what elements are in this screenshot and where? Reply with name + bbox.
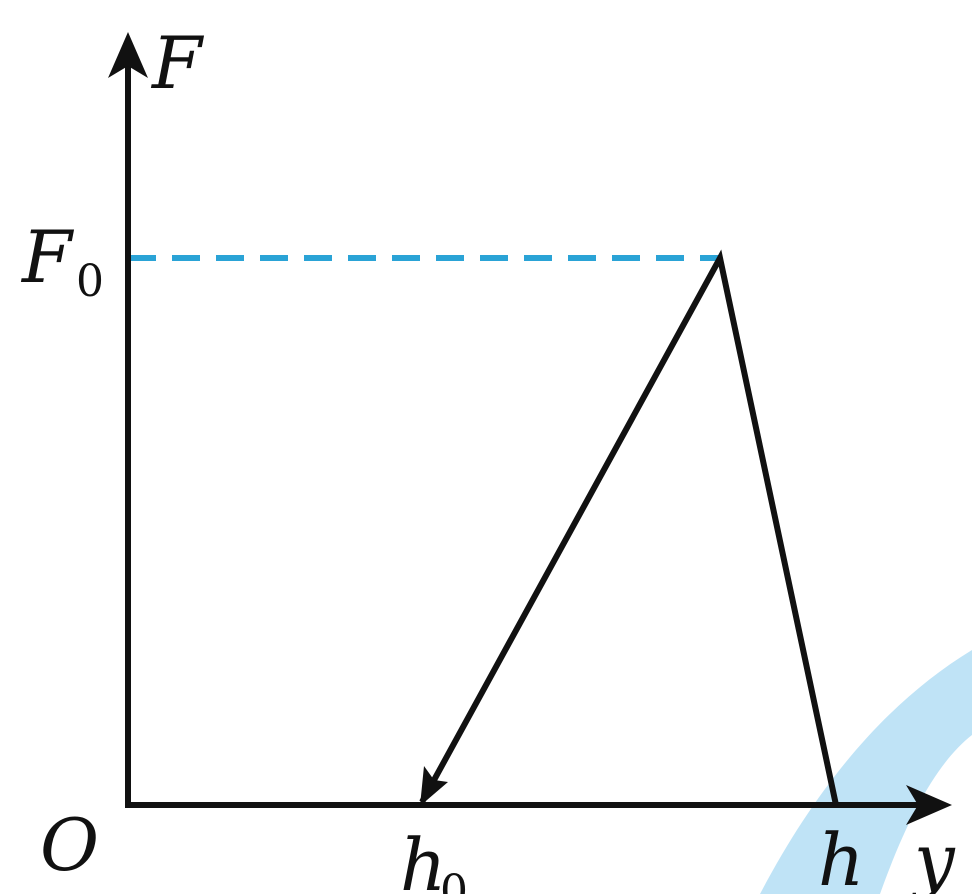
horizontal-axis-label: y (911, 818, 956, 894)
vertical-axis-label: F (150, 21, 205, 105)
f0-subscript: 0 (76, 256, 104, 307)
h0-subscript: 0 (440, 866, 468, 894)
h0-label: h (400, 823, 446, 894)
h-label: h (818, 818, 864, 894)
watermark-swoosh (760, 650, 972, 894)
arrow-up-icon (108, 32, 148, 78)
arrow-head-icon (420, 766, 448, 806)
origin-label: O (40, 803, 99, 887)
force-curve (419, 249, 839, 806)
arrow-right-icon (906, 785, 952, 825)
f0-label: F (20, 215, 75, 299)
